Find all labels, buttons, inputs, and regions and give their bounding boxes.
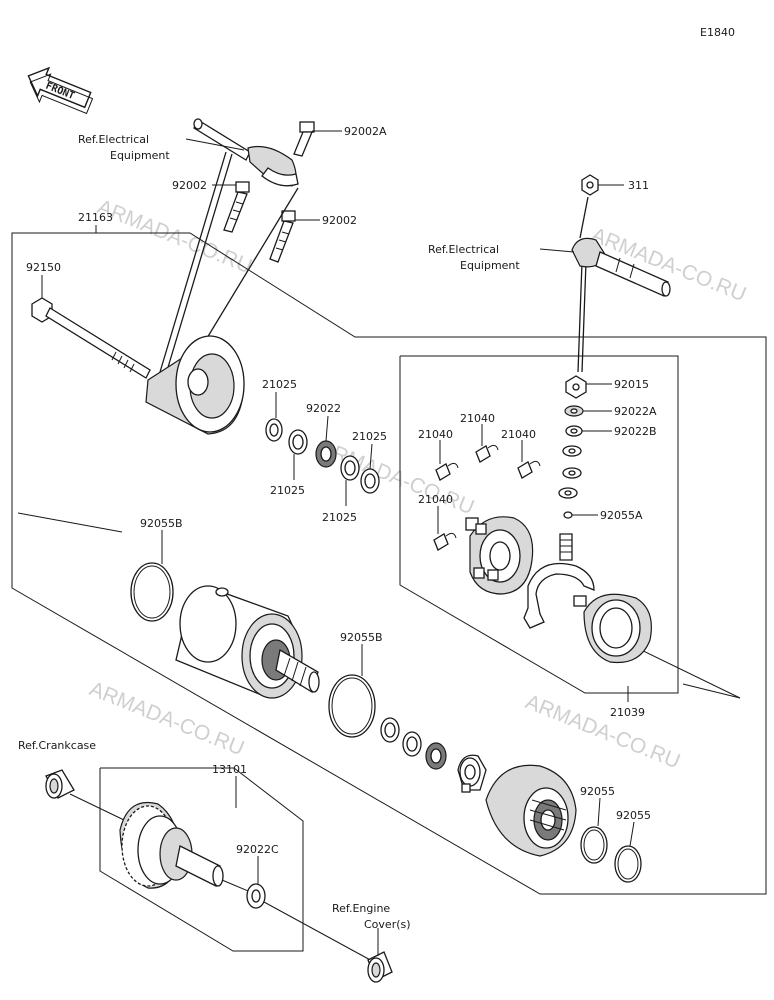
bolt-92002-left-icon bbox=[223, 181, 250, 233]
nut-311-icon bbox=[581, 174, 599, 196]
diagram-code: E1840 bbox=[700, 26, 735, 39]
part-label-21025-c: 21025 bbox=[270, 484, 305, 497]
bolt-92002A-icon bbox=[293, 121, 315, 157]
assembly-outline bbox=[11, 232, 767, 952]
part-label-92055A: 92055A bbox=[600, 509, 643, 522]
part-label-92022A: 92022A bbox=[614, 405, 657, 418]
o-ring-92055-b-icon bbox=[614, 845, 642, 883]
ref-electrical-right-line1: Ref.Electrical bbox=[428, 243, 499, 256]
ref-electrical-left-line1: Ref.Electrical bbox=[78, 133, 149, 146]
part-label-21025-d: 21025 bbox=[322, 511, 357, 524]
ref-electrical-right-line2: Equipment bbox=[460, 259, 520, 272]
part-label-21025-a: 21025 bbox=[262, 378, 297, 391]
engine-cover-bushing-icon bbox=[367, 951, 393, 983]
terminal-bracket-icon bbox=[523, 533, 595, 629]
watermark: ARMADA-CO.RU bbox=[316, 436, 477, 519]
starter-cable-lead bbox=[193, 118, 299, 187]
right-cable-lead bbox=[571, 196, 671, 373]
part-label-21040-top: 21040 bbox=[460, 412, 495, 425]
part-label-21040-left: 21040 bbox=[418, 428, 453, 441]
lower-washers-icon bbox=[380, 717, 447, 770]
part-label-21040-right: 21040 bbox=[501, 428, 536, 441]
ref-engine-line2: Cover(s) bbox=[364, 918, 411, 931]
watermark: ARMADA-CO.RU bbox=[522, 690, 683, 773]
washer-92022C-icon bbox=[246, 883, 375, 963]
part-label-21039: 21039 bbox=[610, 706, 645, 719]
rear-cover-21163-icon bbox=[145, 151, 299, 435]
armature-shaft-icon bbox=[275, 648, 320, 693]
front-cover-icon bbox=[485, 764, 577, 857]
part-label-92002-right: 92002 bbox=[322, 214, 357, 227]
part-label-92022B: 92022B bbox=[614, 425, 657, 438]
part-label-92055B-upper: 92055B bbox=[140, 517, 183, 530]
part-label-311: 311 bbox=[628, 179, 649, 192]
part-label-92055-a: 92055 bbox=[580, 785, 615, 798]
part-label-92002A: 92002A bbox=[344, 125, 387, 138]
crankcase-bushing-icon bbox=[45, 769, 125, 821]
ref-crankcase: Ref.Crankcase bbox=[18, 739, 96, 752]
ref-electrical-left-line2: Equipment bbox=[110, 149, 170, 162]
o-ring-92055B-upper-icon bbox=[130, 562, 174, 622]
motor-yoke-icon bbox=[175, 585, 303, 699]
part-label-21040-lower: 21040 bbox=[418, 493, 453, 506]
watermark: ARMADA-CO.RU bbox=[94, 195, 255, 278]
part-label-21163: 21163 bbox=[78, 211, 113, 224]
part-label-92055B-lower: 92055B bbox=[340, 631, 383, 644]
long-bolt-92150-icon bbox=[31, 297, 151, 379]
nut-92015-icon bbox=[565, 375, 587, 399]
watermark: ARMADA-CO.RU bbox=[86, 677, 247, 760]
washers-group-icon bbox=[265, 418, 380, 494]
brush-holder-ring-icon bbox=[583, 593, 652, 664]
part-label-21025-b: 21025 bbox=[352, 430, 387, 443]
part-label-13101: 13101 bbox=[212, 763, 247, 776]
part-label-92002-left: 92002 bbox=[172, 179, 207, 192]
seal-holder-icon bbox=[457, 754, 487, 793]
front-arrow-icon: FRONT bbox=[27, 66, 94, 115]
part-label-92015: 92015 bbox=[614, 378, 649, 391]
o-ring-92055B-lower-icon bbox=[328, 674, 376, 738]
starter-clutch-gear-icon bbox=[119, 802, 261, 897]
brush-plate-icon bbox=[465, 516, 534, 595]
bolt-92002-right-icon bbox=[269, 210, 296, 263]
right-washers-icon bbox=[558, 405, 584, 519]
ref-engine-line1: Ref.Engine bbox=[332, 902, 390, 915]
part-labels: Ref.Electrical Equipment 92002A 92002 92… bbox=[18, 125, 657, 931]
o-ring-92055-a-icon bbox=[580, 826, 608, 864]
brush-springs-icon bbox=[433, 444, 541, 551]
part-label-92022: 92022 bbox=[306, 402, 341, 415]
part-label-92150: 92150 bbox=[26, 261, 61, 274]
part-label-92055-b: 92055 bbox=[616, 809, 651, 822]
leader-lines bbox=[41, 130, 635, 956]
part-label-92022C: 92022C bbox=[236, 843, 279, 856]
